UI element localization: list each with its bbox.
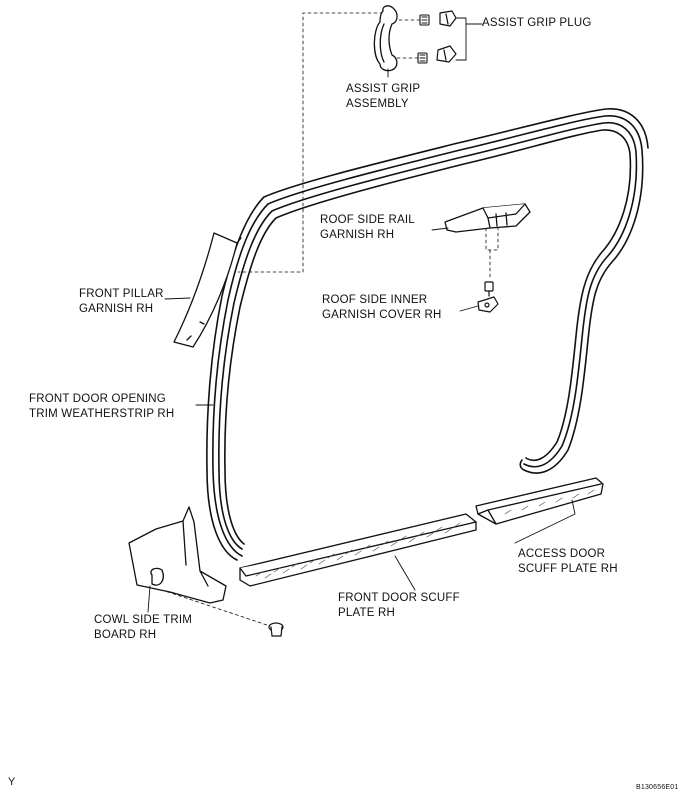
label-front-door-scuff-plate: FRONT DOOR SCUFF PLATE RH bbox=[338, 591, 460, 621]
access-door-scuff-pattern bbox=[504, 489, 595, 515]
label-line: PLATE RH bbox=[338, 607, 395, 619]
label-cowl-side-trim-board: COWL SIDE TRIM BOARD RH bbox=[94, 613, 192, 643]
label-roof-side-rail-garnish: ROOF SIDE RAIL GARNISH RH bbox=[320, 213, 415, 243]
label-line: COWL SIDE TRIM bbox=[94, 614, 193, 626]
figure-code: B130656E01 bbox=[636, 784, 679, 791]
front-door-scuff-plate-part bbox=[239, 513, 477, 587]
label-line: ROOF SIDE INNER bbox=[322, 294, 428, 306]
assist-grip-plugs bbox=[436, 10, 457, 63]
label-front-pillar-garnish: FRONT PILLAR GARNISH RH bbox=[79, 287, 164, 317]
label-line: ASSIST GRIP bbox=[346, 83, 421, 95]
label-line: ACCESS DOOR bbox=[518, 548, 606, 560]
front-door-scuff-pattern bbox=[255, 522, 461, 579]
label-line: GARNISH COVER RH bbox=[322, 309, 442, 321]
label-line: ROOF SIDE RAIL bbox=[320, 214, 415, 226]
label-line: FRONT DOOR OPENING bbox=[29, 393, 166, 405]
assist-grip-plug-leader bbox=[455, 17, 483, 61]
assist-grip-part bbox=[373, 5, 398, 72]
label-assist-grip-assembly: ASSIST GRIP ASSEMBLY bbox=[346, 82, 420, 112]
corner-mark: Y bbox=[8, 776, 16, 788]
label-line: ASSEMBLY bbox=[346, 98, 409, 110]
roof-side-rail-garnish-part bbox=[444, 203, 531, 233]
cowl-side-trim-part bbox=[128, 506, 227, 604]
label-leaders bbox=[147, 68, 576, 613]
label-line: TRIM WEATHERSTRIP RH bbox=[29, 408, 175, 420]
cowl-clip bbox=[268, 622, 284, 637]
front-pillar-garnish-part bbox=[173, 232, 242, 348]
weatherstrip-part bbox=[206, 108, 649, 561]
label-front-door-opening-weatherstrip: FRONT DOOR OPENING TRIM WEATHERSTRIP RH bbox=[29, 392, 174, 422]
label-line: FRONT DOOR SCUFF bbox=[338, 592, 460, 604]
assist-grip-screws bbox=[417, 14, 430, 64]
label-line: GARNISH RH bbox=[320, 229, 395, 241]
label-line: FRONT PILLAR bbox=[79, 288, 164, 300]
label-roof-side-inner-garnish-cover: ROOF SIDE INNER GARNISH COVER RH bbox=[322, 293, 442, 323]
label-line: GARNISH RH bbox=[79, 303, 154, 315]
label-assist-grip-plug: ASSIST GRIP PLUG bbox=[482, 17, 592, 29]
label-access-door-scuff-plate: ACCESS DOOR SCUFF PLATE RH bbox=[518, 547, 618, 577]
access-door-scuff-plate-part bbox=[475, 477, 604, 525]
roof-side-screw-and-cover bbox=[477, 281, 499, 313]
label-line: SCUFF PLATE RH bbox=[518, 563, 618, 575]
label-line: BOARD RH bbox=[94, 629, 157, 641]
